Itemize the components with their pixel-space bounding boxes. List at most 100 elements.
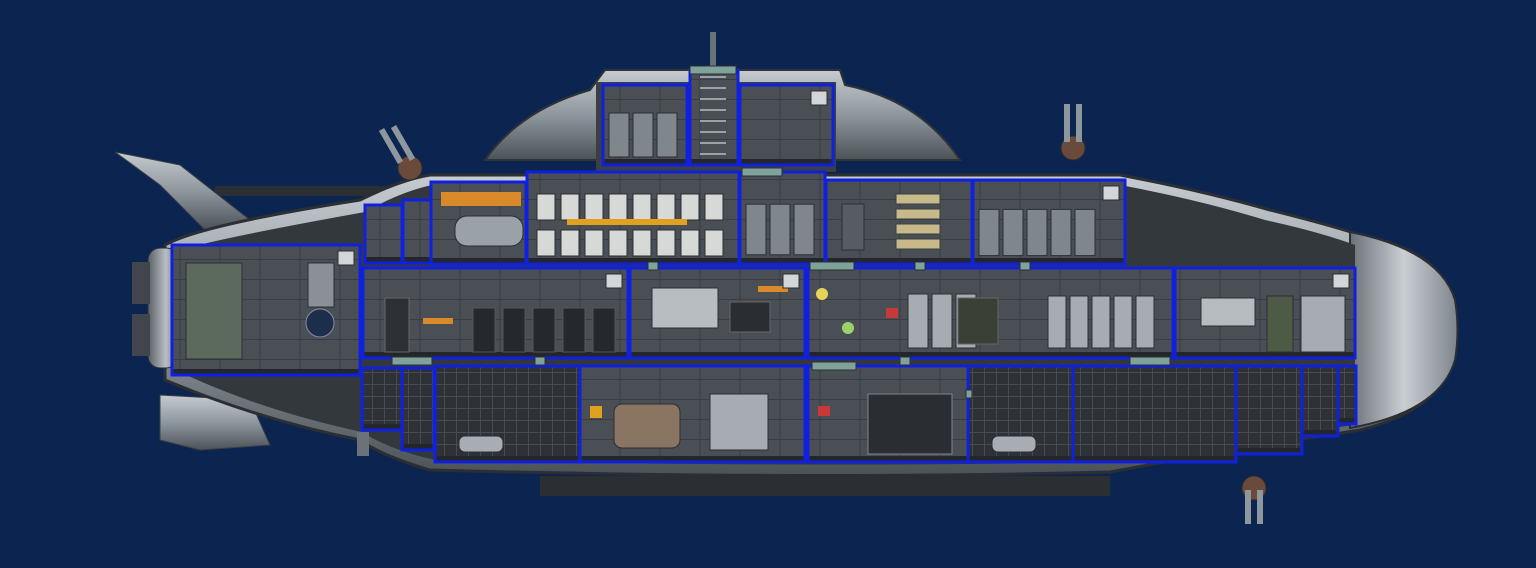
locker-icon	[1113, 295, 1133, 349]
hatch[interactable]	[689, 65, 737, 75]
tower-room-right[interactable]	[738, 83, 835, 167]
lower-room-aft-2-deck-plate	[402, 444, 434, 450]
pump-icon	[458, 435, 504, 453]
generator-icon	[562, 307, 586, 353]
cabinet-icon	[907, 293, 929, 349]
medical-light-icon	[816, 288, 828, 300]
lower-room-reactor-deck-plate	[580, 456, 805, 462]
supply-crate-icon	[536, 229, 556, 257]
locker-icon	[709, 393, 769, 451]
hatch[interactable]	[391, 356, 433, 366]
lower-room-ballast-fore-floor	[1073, 366, 1236, 462]
fabricator-icon	[957, 297, 999, 345]
ladder-rung	[700, 153, 726, 155]
lower-room-aft-2-floor	[402, 368, 434, 450]
lower-room-ballast-fore-deck-plate	[1073, 456, 1236, 462]
upper-left-coilgun-turret[interactable]	[378, 125, 423, 181]
medical-icon	[886, 308, 898, 318]
upper-right-coilgun-turret[interactable]	[1060, 104, 1086, 161]
lower-room-aft-ballast-deck-plate	[362, 424, 402, 430]
supply-crate-icon	[656, 193, 676, 221]
generator-icon	[472, 307, 496, 353]
generator-icon	[592, 307, 616, 353]
airlock-door-icon	[867, 393, 953, 455]
locker-icon	[1135, 295, 1155, 349]
lower-room-fore-2-floor	[1302, 366, 1338, 436]
depth-charge-pod	[357, 432, 369, 456]
lower-room-ballast-floor	[435, 366, 580, 462]
sonar-icon	[1200, 297, 1256, 327]
cabinet-icon	[931, 293, 953, 349]
fan-icon	[1332, 273, 1350, 289]
lower-room-fore-3-deck-plate	[1338, 418, 1356, 424]
hatch[interactable]	[809, 261, 855, 271]
engine-room[interactable]	[170, 243, 362, 377]
generator-icon	[532, 307, 556, 353]
command-console-icon	[651, 287, 719, 329]
hatch[interactable]	[1129, 356, 1171, 366]
lower-room-reactor[interactable]	[578, 364, 807, 464]
locker-icon	[769, 203, 791, 256]
fan-icon	[337, 250, 355, 266]
middle-room-medical-deck-plate	[808, 352, 1173, 358]
nose-cone	[1349, 230, 1459, 430]
middle-room-medical[interactable]	[806, 266, 1175, 360]
ammo-shelf-icon	[895, 208, 941, 220]
weapon-rack-icon	[841, 203, 865, 251]
hatch[interactable]	[965, 389, 973, 399]
ammo-shelf-icon	[895, 223, 941, 235]
locker-icon	[1091, 295, 1111, 349]
upper-room-aft-small-floor	[365, 205, 402, 263]
tower-room-ladder-deck-plate	[690, 159, 738, 165]
hatch[interactable]	[914, 261, 926, 271]
upper-room-oxygen-deck-plate	[431, 258, 526, 264]
middle-room-command-deck-plate	[630, 352, 805, 358]
lower-room-fore-3[interactable]	[1336, 364, 1358, 426]
engine-icon	[185, 262, 243, 360]
upper-room-aft-deck-plate	[403, 257, 431, 263]
tower-room-left[interactable]	[601, 83, 689, 167]
navigation-globe-icon	[305, 308, 335, 338]
locker-icon	[745, 203, 767, 256]
radiation-icon	[590, 406, 602, 418]
supply-crate-icon	[608, 229, 628, 257]
hatch[interactable]	[647, 261, 659, 271]
tower-room-ladder-floor	[690, 70, 738, 165]
ladder-rung	[700, 87, 726, 89]
hatch[interactable]	[1019, 261, 1031, 271]
hatch[interactable]	[534, 356, 546, 366]
middle-room-aft[interactable]	[361, 266, 630, 360]
warning-label	[423, 318, 453, 324]
upper-room-quarters-deck-plate	[973, 258, 1125, 264]
ladder-rung	[700, 109, 726, 111]
oxygen-label-strip	[441, 192, 521, 206]
ladder-rung	[700, 131, 726, 133]
middle-room-aft-deck-plate	[363, 352, 628, 358]
supply-crate-icon	[680, 193, 700, 221]
locker-icon	[978, 208, 1000, 257]
supply-crate-icon	[560, 193, 580, 221]
periscope-mast	[710, 32, 716, 72]
monitor-icon	[729, 301, 771, 333]
locker-icon	[1002, 208, 1024, 257]
lower-right-coilgun-turret[interactable]	[1241, 475, 1267, 524]
engine-room-deck-plate	[172, 369, 360, 375]
supply-crate-icon	[560, 229, 580, 257]
fan-icon	[782, 273, 800, 289]
pump-icon	[991, 435, 1037, 453]
middle-room-sonar[interactable]	[1173, 266, 1357, 360]
ladder-rung	[700, 120, 726, 122]
hatch[interactable]	[811, 361, 857, 371]
upper-room-aft-floor	[403, 200, 431, 263]
middle-room-command[interactable]	[628, 266, 807, 360]
hatch[interactable]	[899, 356, 911, 366]
ammo-box-icon	[1266, 295, 1294, 353]
junction-box-icon	[384, 297, 410, 353]
upper-room-quarters[interactable]	[971, 178, 1127, 266]
ammo-shelf-icon	[895, 238, 941, 250]
medical-icon	[818, 406, 830, 416]
locker-icon	[1026, 208, 1048, 257]
hatch[interactable]	[741, 167, 783, 177]
lower-room-fore-2-deck-plate	[1302, 430, 1338, 436]
